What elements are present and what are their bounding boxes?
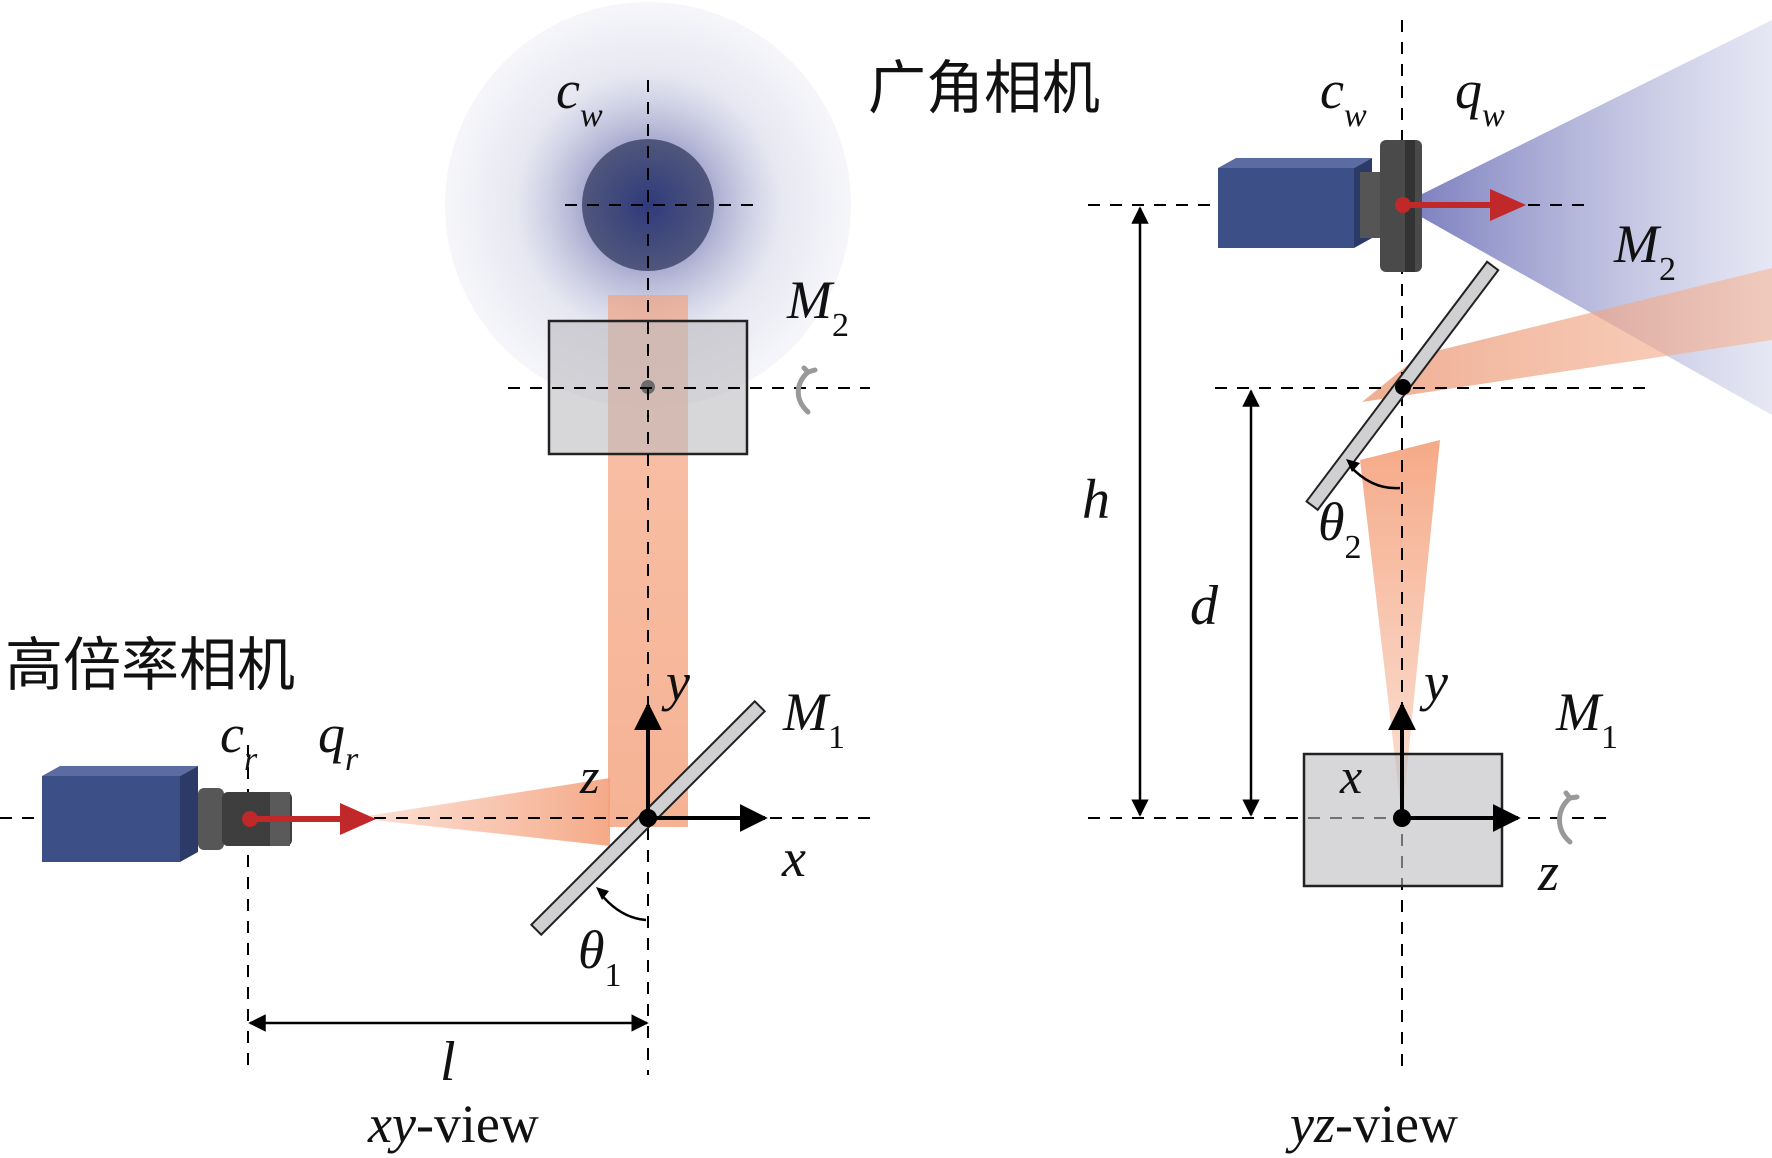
label-axis-z-right: z xyxy=(1537,842,1559,902)
wide-camera-side xyxy=(1218,140,1422,272)
label-axis-z-left: z xyxy=(579,748,599,804)
wide-camera-label: 广角相机 xyxy=(868,54,1100,122)
label-axis-x-left: x xyxy=(781,828,806,888)
yz-view-panel xyxy=(1088,20,1772,1075)
label-theta2: θ2 xyxy=(1318,492,1362,566)
yz-view-title-suffix: -view xyxy=(1335,1094,1458,1154)
label-theta2-sub: 2 xyxy=(1345,529,1362,566)
qr-direction-arrowhead xyxy=(340,803,376,835)
label-m1-right: M1 xyxy=(1555,682,1618,756)
label-qr: qr xyxy=(318,704,359,778)
label-cr: cr xyxy=(220,704,258,778)
yz-view-title: yz-view xyxy=(1285,1094,1458,1154)
cw-point xyxy=(1395,197,1411,213)
m2-side-center xyxy=(1395,379,1411,395)
label-theta1: θ1 xyxy=(578,920,622,994)
label-cw-left-sub: w xyxy=(580,97,603,134)
cr-point xyxy=(242,811,258,827)
label-cw-left: cw xyxy=(556,60,603,134)
label-qw-base: q xyxy=(1455,60,1482,120)
theta1-arc-arrowhead xyxy=(596,887,609,900)
label-axis-y-right: y xyxy=(1419,652,1448,712)
m1-side-center xyxy=(1393,809,1411,827)
label-qw-sub: w xyxy=(1482,97,1505,134)
label-m2-right-base: M xyxy=(1613,214,1662,274)
label-m2-left: M2 xyxy=(786,270,849,344)
xy-view-title: xy-view xyxy=(367,1094,539,1154)
labels: 广角相机 高倍率相机 cw cr qr M2 M1 y z x θ1 l xy-… xyxy=(5,54,1676,1154)
label-m1-right-sub: 1 xyxy=(1601,719,1618,756)
label-m2-left-sub: 2 xyxy=(832,307,849,344)
label-cw-left-base: c xyxy=(556,60,580,120)
label-m1-left-base: M xyxy=(782,682,831,742)
label-dim-h: h xyxy=(1082,469,1110,531)
label-cr-sub: r xyxy=(244,741,258,778)
theta2-arc-arrowhead xyxy=(1346,459,1360,472)
m1-rotation-arrow-icon xyxy=(1557,790,1580,845)
xy-view-panel xyxy=(0,2,870,1075)
label-theta1-base: θ xyxy=(578,920,605,980)
m1-center-point xyxy=(639,809,657,827)
label-cr-base: c xyxy=(220,704,244,764)
wide-camera-lens-core xyxy=(582,139,714,271)
xy-view-title-italic: xy xyxy=(367,1094,416,1154)
label-m1-left: M1 xyxy=(782,682,845,756)
high-mag-camera-body-top xyxy=(42,766,198,776)
label-cw-right-sub: w xyxy=(1344,97,1367,134)
incident-beam-horizontal xyxy=(355,778,610,846)
yz-view-title-italic: yz xyxy=(1285,1094,1335,1154)
label-dim-l: l xyxy=(440,1031,456,1093)
qw-direction-arrowhead xyxy=(1490,189,1526,221)
high-mag-lens-outer xyxy=(198,788,224,850)
theta1-angle-arc xyxy=(599,892,647,922)
label-theta1-sub: 1 xyxy=(605,957,622,994)
high-mag-camera-body-side xyxy=(180,766,198,862)
label-axis-x-right: x xyxy=(1339,748,1362,804)
high-mag-camera-body xyxy=(42,776,180,862)
xy-view-title-suffix: -view xyxy=(416,1094,539,1154)
label-axis-y-left: y xyxy=(661,652,690,712)
label-qr-base: q xyxy=(318,704,345,764)
label-qr-sub: r xyxy=(345,741,359,778)
incident-beam-up xyxy=(1360,440,1440,818)
label-m2-left-base: M xyxy=(786,270,835,330)
high-mag-camera-label: 高倍率相机 xyxy=(5,631,295,699)
label-cw-right: cw xyxy=(1320,60,1367,134)
reflected-beam-out xyxy=(1362,268,1772,402)
label-qw: qw xyxy=(1455,60,1505,134)
label-m1-left-sub: 1 xyxy=(828,719,845,756)
label-dim-d: d xyxy=(1190,575,1219,637)
m2-rotation-arrow-icon xyxy=(795,365,818,415)
label-m2-right-sub: 2 xyxy=(1659,251,1676,288)
wide-camera-body-top xyxy=(1218,158,1372,168)
label-theta2-base: θ xyxy=(1318,492,1345,552)
wide-camera-lens xyxy=(1360,172,1382,238)
label-cw-right-base: c xyxy=(1320,60,1344,120)
label-m2-right: M2 xyxy=(1613,214,1676,288)
label-m1-right-base: M xyxy=(1555,682,1604,742)
wide-camera-body xyxy=(1218,168,1354,248)
